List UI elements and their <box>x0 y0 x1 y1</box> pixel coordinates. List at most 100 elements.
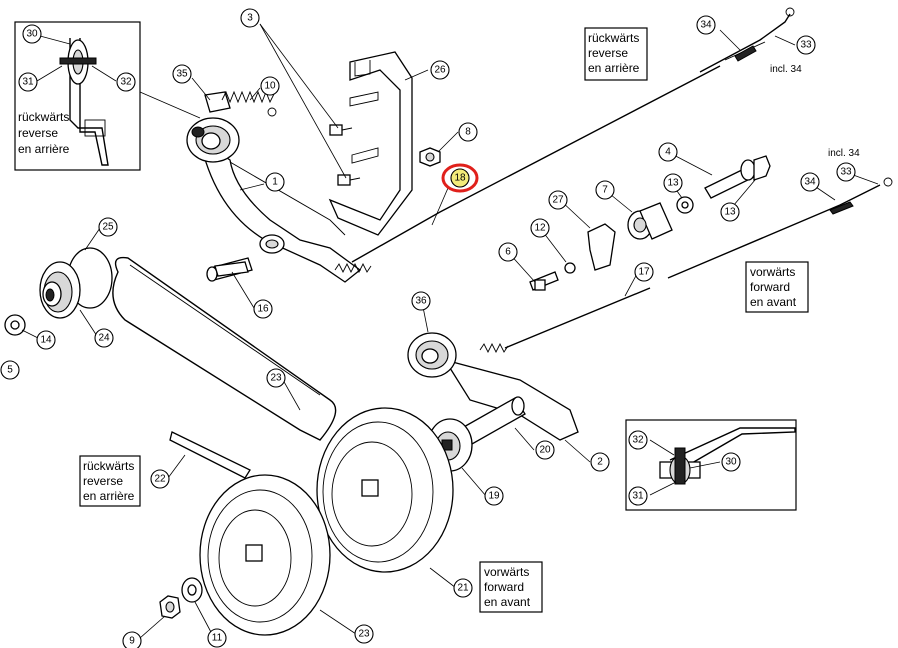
callout-number: 16 <box>257 304 269 315</box>
svg-text:en arrière: en arrière <box>588 61 640 75</box>
washer-13 <box>676 196 694 214</box>
callout-number: 34 <box>804 177 816 188</box>
callout-32: 32 <box>628 430 648 450</box>
callout-number: 11 <box>212 633 223 644</box>
callout-number: 13 <box>724 207 736 218</box>
highlight-ring <box>441 163 479 193</box>
callout-number: 32 <box>120 77 132 88</box>
callout-number: 13 <box>667 178 679 189</box>
callout-22: 22 <box>150 469 170 489</box>
callout-number: 7 <box>602 185 608 196</box>
reverse-label-top: rückwärts reverse en arrière <box>584 27 648 81</box>
svg-text:rückwärts: rückwärts <box>83 459 134 473</box>
callout-26: 26 <box>430 60 450 80</box>
callout-18: 18 <box>441 163 479 193</box>
leader-lines <box>21 23 879 639</box>
callout-31: 31 <box>18 72 38 92</box>
callout-number: 31 <box>632 491 644 502</box>
bracket-26 <box>328 51 413 236</box>
plate-22 <box>169 431 251 479</box>
bolt-6 <box>529 271 559 291</box>
callout-number: 17 <box>638 267 650 278</box>
callout-30: 30 <box>721 452 741 472</box>
callout-number: 22 <box>154 474 166 485</box>
bolt-16 <box>214 261 249 277</box>
callout-4: 4 <box>658 142 678 162</box>
callout-number: 25 <box>102 222 114 233</box>
inset-top-left: rückwärts reverse en arrière <box>14 21 141 171</box>
callout-number: 21 <box>457 583 469 594</box>
callout-14: 14 <box>36 330 56 350</box>
svg-text:reverse: reverse <box>588 46 628 60</box>
callout-33: 33 <box>796 35 816 55</box>
callout-number: 19 <box>488 491 500 502</box>
callout-number: 23 <box>270 373 282 384</box>
callout-number: 32 <box>632 435 644 446</box>
pulley-24 <box>39 247 113 319</box>
callout-27: 27 <box>548 190 568 210</box>
reverse-cable: incl. 34 <box>351 7 802 263</box>
callout-number: 27 <box>552 195 564 206</box>
callout-20: 20 <box>535 440 555 460</box>
callout-number: 9 <box>129 636 135 647</box>
incl-34-top: incl. 34 <box>770 64 802 75</box>
callout-number: 20 <box>539 445 551 456</box>
callout-number: 36 <box>415 296 427 307</box>
callout-6: 6 <box>498 242 518 262</box>
callout-number: 5 <box>7 365 13 376</box>
callout-11: 11 <box>207 628 227 648</box>
svg-text:en arrière: en arrière <box>83 489 135 503</box>
callout-13: 13 <box>663 173 683 193</box>
callout-number: 35 <box>176 69 188 80</box>
svg-text:reverse: reverse <box>83 474 123 488</box>
svg-text:vorwärts: vorwärts <box>750 265 795 279</box>
callout-number: 8 <box>465 127 471 138</box>
reverse-label-lower-left: rückwärts reverse en arrière <box>79 455 141 507</box>
callout-number: 31 <box>22 77 34 88</box>
callout-2: 2 <box>590 452 610 472</box>
nut-9 <box>159 595 181 619</box>
callout-9: 9 <box>122 631 142 648</box>
callout-number: 30 <box>725 457 737 468</box>
callout-24: 24 <box>94 328 114 348</box>
washer-11 <box>181 577 203 603</box>
callout-number: 26 <box>434 65 446 76</box>
callout-number: 30 <box>26 29 38 40</box>
callout-32: 32 <box>116 72 136 92</box>
cable-17 <box>504 287 651 349</box>
belt-23 <box>112 256 337 441</box>
incl-34-right: incl. 34 <box>828 148 860 159</box>
svg-text:en avant: en avant <box>750 295 797 309</box>
callout-36: 36 <box>411 291 431 311</box>
callout-number: 1 <box>272 177 278 188</box>
inset-reverse-fr: en arrière <box>18 142 70 156</box>
svg-text:en avant: en avant <box>484 595 531 609</box>
callout-number: 23 <box>358 629 370 640</box>
washer-14 <box>4 314 26 336</box>
callout-33: 33 <box>836 162 856 182</box>
pivot-shaft-4 <box>704 155 771 199</box>
callout-1: 1 <box>265 172 285 192</box>
forward-label-right: vorwärts forward en avant <box>745 261 809 313</box>
callout-19: 19 <box>484 486 504 506</box>
callout-number: 3 <box>247 13 253 24</box>
shaft-20 <box>461 396 526 445</box>
washer-12 <box>564 262 576 274</box>
spring-10 <box>221 90 277 117</box>
callout-34: 34 <box>696 15 716 35</box>
inset-reverse-de: rückwärts <box>18 110 69 124</box>
callout-number: 4 <box>665 147 671 158</box>
callout-8: 8 <box>458 122 478 142</box>
callout-10: 10 <box>260 76 280 96</box>
forward-label-bottom: vorwärts forward en avant <box>479 561 543 613</box>
svg-text:vorwärts: vorwärts <box>484 565 529 579</box>
callout-number: 34 <box>700 20 712 31</box>
inset-reverse-en: reverse <box>18 126 58 140</box>
svg-text:rückwärts: rückwärts <box>588 31 639 45</box>
pulley-23 <box>199 474 331 636</box>
callout-number: 18 <box>454 173 466 184</box>
callout-7: 7 <box>595 180 615 200</box>
callout-25: 25 <box>98 217 118 237</box>
cable-spring <box>334 262 372 274</box>
